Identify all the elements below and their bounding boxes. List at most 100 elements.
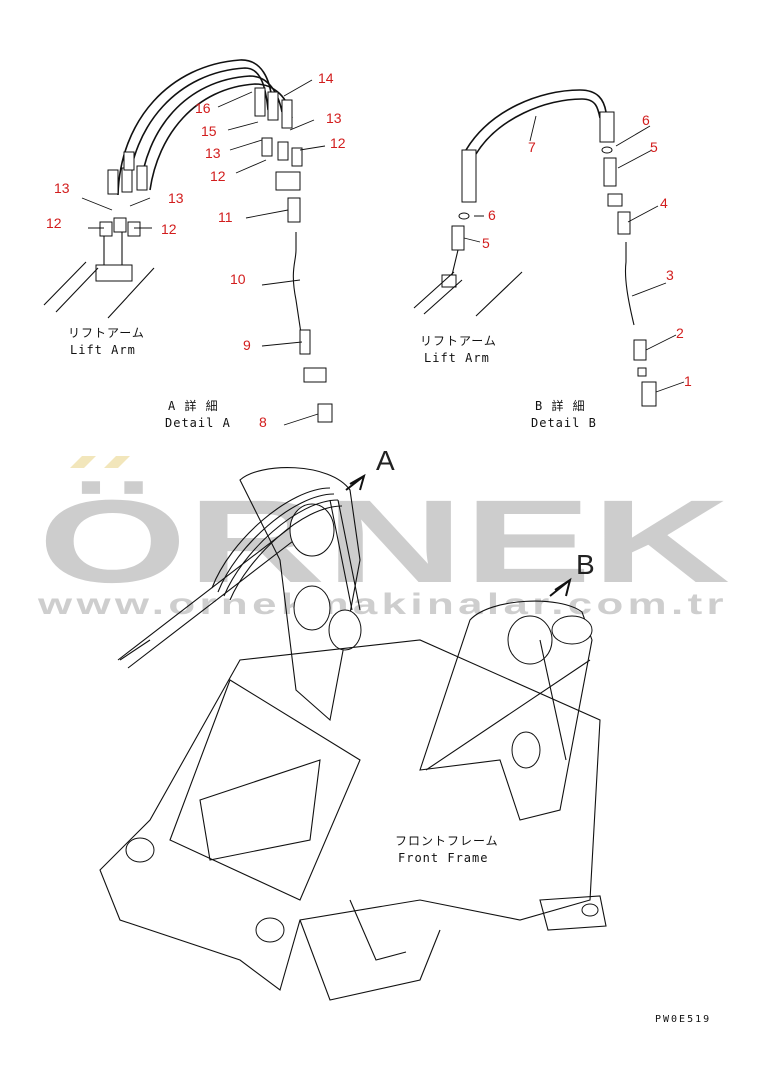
fitting-a6 (267, 91, 279, 121)
callout-a-13-left: 13 (54, 180, 70, 196)
front-frame-jp: フロントフレーム (395, 834, 499, 848)
main-harness-a (329, 499, 361, 611)
part-8 (317, 403, 333, 423)
callout-b-7: 7 (528, 139, 536, 155)
detail-b-title-en: Detail B (531, 416, 597, 430)
detail-a-title-jp: A 詳 細 (168, 398, 219, 413)
lift-arm-en-a: Lift Arm (70, 343, 136, 357)
lift-arm-jp-b: リフトアーム (420, 334, 497, 348)
detail-a-title-en: Detail A (165, 416, 231, 430)
callout-b-6-right: 6 (642, 112, 650, 128)
detail-b: 7 6 5 6 5 4 3 2 1 リフトアーム Lift Arm B 詳 細 … (413, 89, 692, 430)
left-lift-arm (117, 467, 361, 722)
frame-pin-left (125, 837, 155, 863)
lift-arm-en-b: Lift Arm (424, 351, 490, 365)
right-arm-boss (507, 615, 553, 665)
callout-a-14: 14 (318, 70, 334, 86)
frame-gusset (349, 899, 407, 961)
main-hoses-a (211, 487, 343, 601)
part-1 (641, 381, 657, 407)
drawing-code: PW0E519 (655, 1014, 711, 1025)
callout-b-5-right: 5 (650, 139, 658, 155)
callout-a-16: 16 (195, 100, 211, 116)
right-arm-disc (551, 615, 593, 645)
lift-arm-lines-a (43, 261, 155, 319)
link-b (451, 249, 459, 276)
fitting-a3 (136, 165, 148, 191)
arrow-a-icon (345, 473, 366, 491)
fitting-a7 (281, 99, 293, 129)
tee-a2 (113, 217, 127, 233)
watermark: ÖRNEK www.ornekmakinalar.com.tr (37, 456, 730, 621)
right-arm-pin-hole (511, 731, 541, 769)
lift-arm-block-a (95, 264, 133, 282)
o-ring-6-left (458, 212, 470, 220)
hose-b-left-end (461, 149, 477, 203)
arrow-b-icon (549, 577, 572, 597)
callout-a-10: 10 (230, 271, 246, 287)
front-frame-lower (299, 919, 441, 1001)
main-view: A B フロントフレーム Front Frame (99, 445, 607, 1001)
left-arm-boss (289, 503, 335, 557)
hose-a4 (149, 83, 293, 191)
watermark-accent (70, 456, 130, 468)
nut-b (637, 367, 647, 377)
front-frame-right-ear (539, 895, 607, 931)
view-b-letter: B (576, 549, 595, 580)
tee-a6 (291, 147, 303, 167)
fitting-a5 (254, 87, 266, 117)
hose-b-outer (465, 89, 607, 151)
callout-a-12-right: 12 (330, 135, 346, 151)
front-frame-outline (99, 639, 601, 991)
tee-a1 (99, 221, 113, 237)
callout-leaders-a (81, 79, 326, 426)
hose-a2 (127, 67, 269, 193)
fitting-a2 (121, 167, 133, 193)
callout-b-5-left: 5 (482, 235, 490, 251)
left-arm-pin-hole-1 (293, 585, 331, 631)
callout-a-13-right: 13 (326, 110, 342, 126)
callout-b-6-left: 6 (488, 207, 496, 223)
watermark-url: www.ornekmakinalar.com.tr (37, 588, 728, 621)
hose-b-inner (475, 98, 601, 155)
hose-a1 (117, 59, 273, 196)
o-ring-6-right (601, 146, 613, 154)
callout-a-15: 15 (201, 123, 217, 139)
switch-11 (287, 197, 301, 223)
callout-a-8: 8 (259, 414, 267, 430)
left-arm-pin-hole-2 (328, 609, 362, 651)
callout-b-4: 4 (660, 195, 668, 211)
switch-2 (633, 339, 647, 361)
front-frame-en: Front Frame (398, 851, 488, 865)
bracket-9 (303, 367, 327, 383)
fitting-a4 (123, 151, 135, 171)
adapter-5-left (451, 225, 465, 251)
tee-a5 (277, 141, 289, 161)
detail-b-title-jp: B 詳 細 (535, 398, 586, 413)
hose-a3 (139, 75, 283, 191)
switch-4 (617, 211, 631, 235)
harness-3 (624, 242, 635, 326)
lift-arm-jp-a: リフトアーム (68, 326, 145, 340)
bracket-a (275, 171, 301, 191)
harness-10 (292, 232, 303, 341)
frame-guide-lines (119, 639, 591, 771)
bracket-b (441, 274, 457, 288)
frame-pin-right (581, 903, 599, 917)
callout-leaders-b (463, 115, 685, 393)
detail-a: 16 14 13 15 13 12 12 13 13 12 12 11 10 9… (43, 59, 346, 430)
fitting-a1 (107, 169, 119, 195)
front-frame-inner-panel (169, 679, 361, 901)
callout-a-13-mid: 13 (205, 145, 221, 161)
callout-b-3: 3 (666, 267, 674, 283)
block-b (607, 193, 623, 207)
callout-a-11: 11 (218, 209, 233, 225)
callout-b-1: 1 (684, 373, 692, 389)
callout-a-12-mid: 12 (210, 168, 226, 184)
tee-a3 (127, 221, 141, 237)
hose-b-right-end (599, 111, 615, 143)
lift-arm-lines-b (413, 271, 523, 317)
front-frame-bracket (199, 759, 321, 861)
right-lift-arm (419, 600, 593, 821)
frame-pin-center (255, 917, 285, 943)
